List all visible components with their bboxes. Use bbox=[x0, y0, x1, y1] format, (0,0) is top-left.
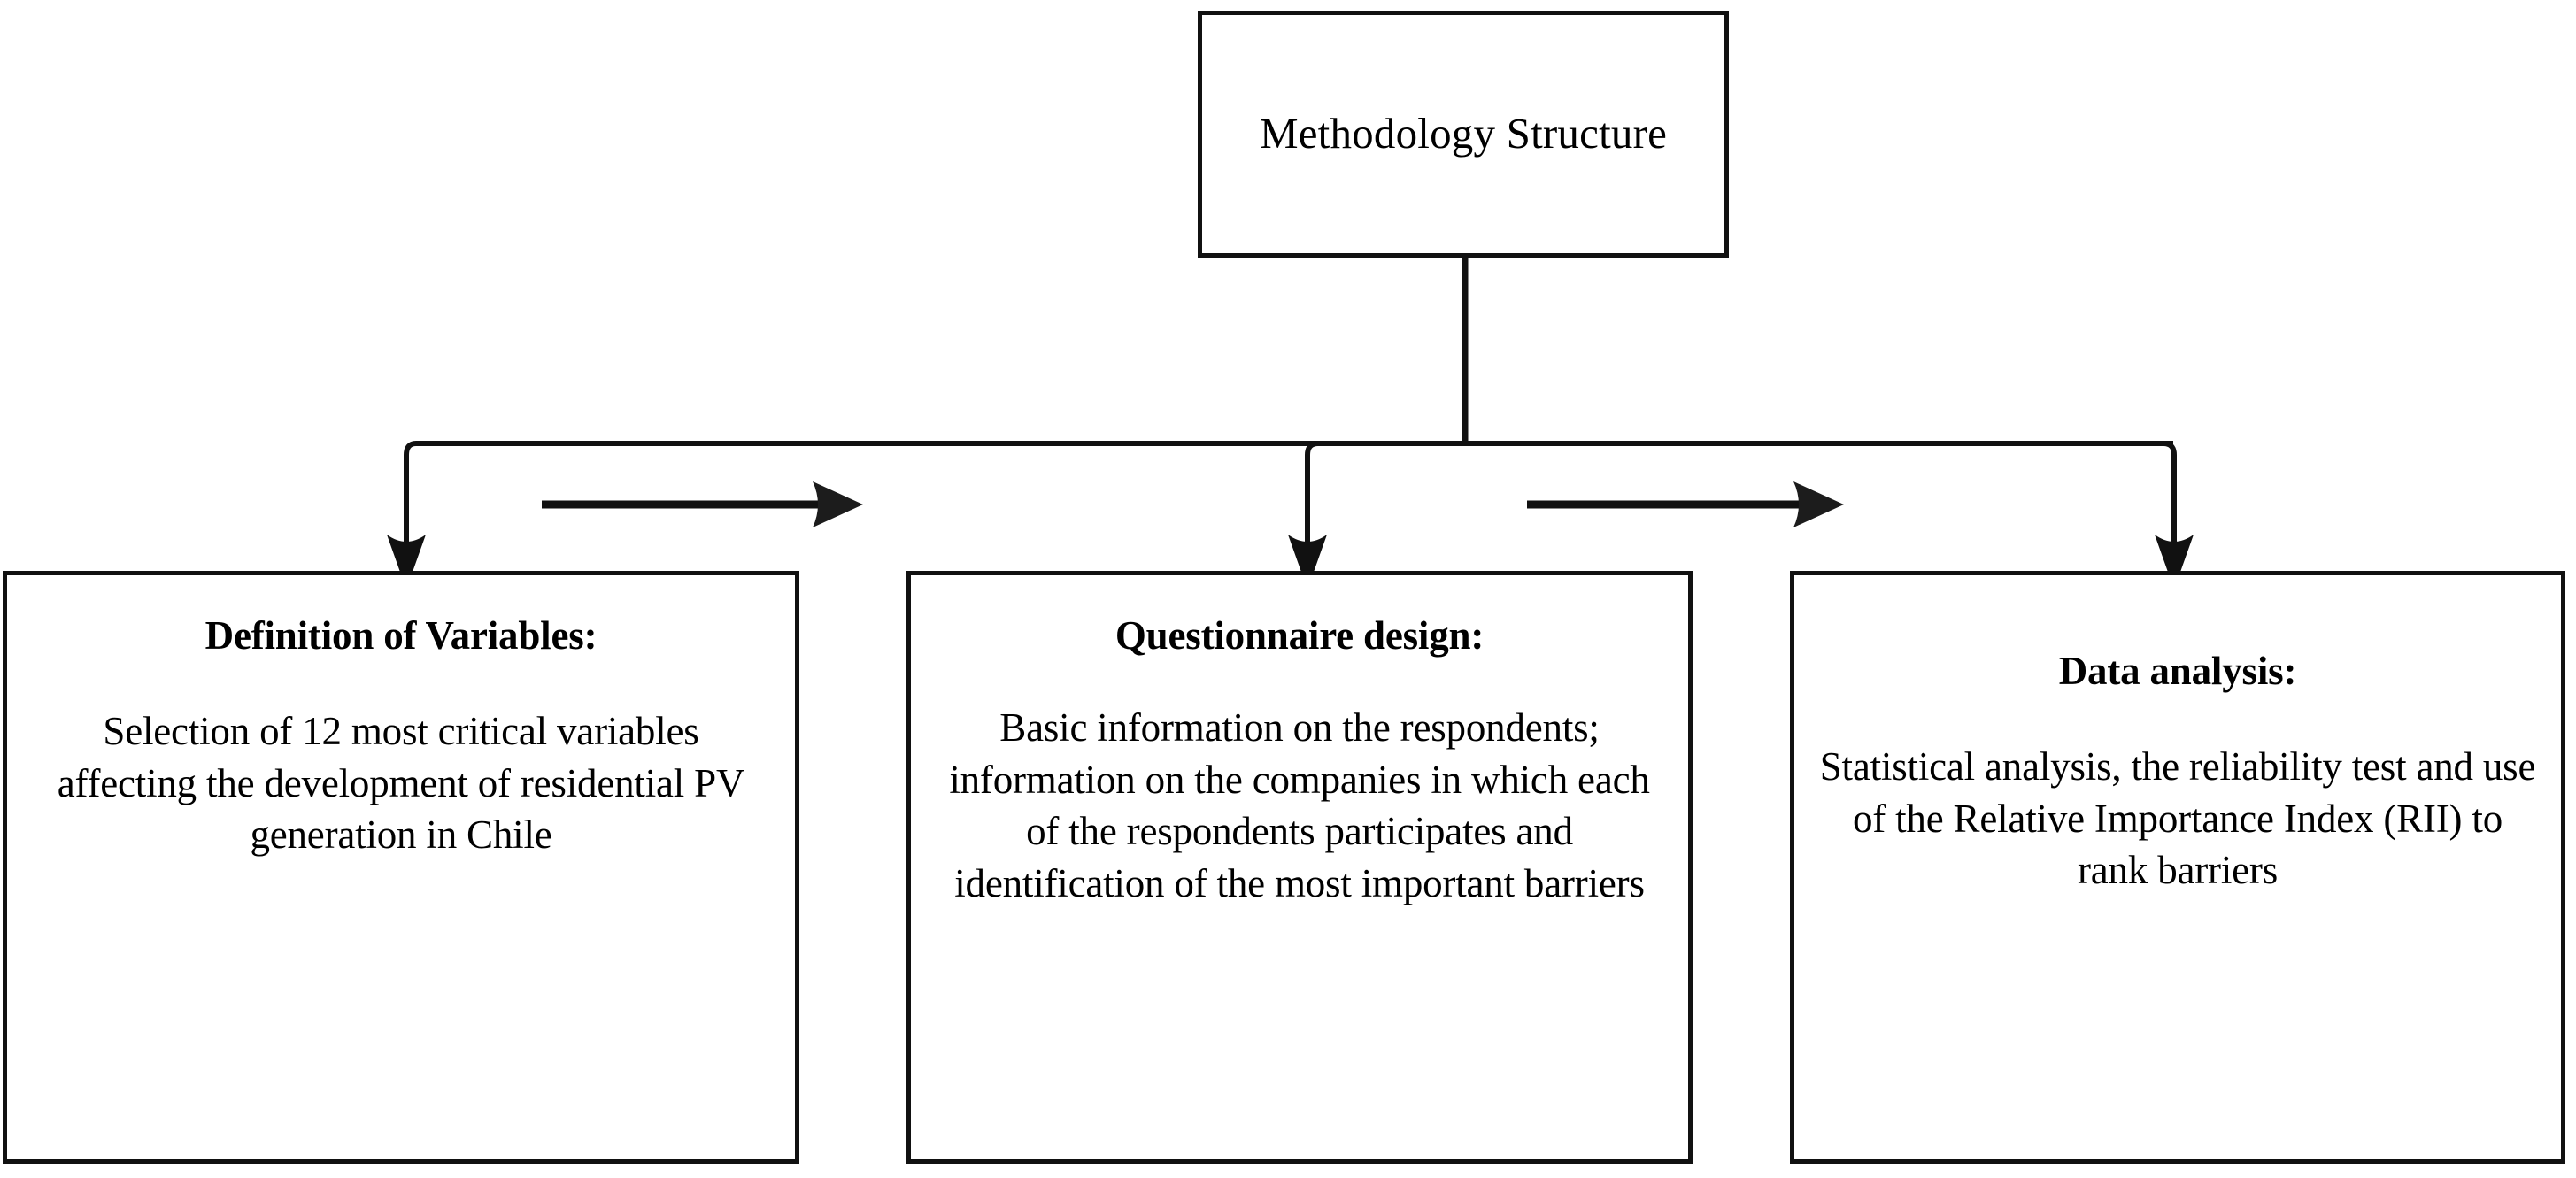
node-definition-of-variables: Definition of Variables: Selection of 12… bbox=[3, 571, 799, 1164]
node-definition-of-variables-body: Selection of 12 most critical variables … bbox=[57, 709, 745, 858]
connector-bus-to-data-analysis bbox=[2163, 441, 2177, 547]
node-methodology-structure-title: Methodology Structure bbox=[1259, 109, 1668, 158]
arrowhead-definition-of-variables bbox=[387, 535, 426, 589]
node-definition-of-variables-heading: Definition of Variables: bbox=[204, 613, 598, 658]
node-data-analysis-heading: Data analysis: bbox=[2058, 649, 2297, 693]
node-data-analysis: Data analysis: Statistical analysis, the… bbox=[1790, 571, 2565, 1164]
node-questionnaire-design-heading: Questionnaire design: bbox=[1114, 613, 1485, 658]
node-methodology-structure: Methodology Structure bbox=[1198, 11, 1729, 258]
connector-bus-to-questionnaire-design bbox=[1305, 441, 1319, 547]
node-questionnaire-design-body: Basic information on the respondents; in… bbox=[949, 705, 1650, 905]
arrowhead-sequence-questionnaire-to-analysis bbox=[1793, 481, 1844, 527]
arrowhead-sequence-variables-to-questionnaire bbox=[813, 481, 863, 527]
arrowhead-questionnaire-design bbox=[1288, 535, 1327, 589]
arrowhead-data-analysis bbox=[2155, 535, 2194, 589]
node-questionnaire-design: Questionnaire design: Basic information … bbox=[906, 571, 1693, 1164]
node-data-analysis-body: Statistical analysis, the reliability te… bbox=[1819, 744, 2536, 893]
connector-bus-to-definition-of-variables bbox=[404, 441, 417, 547]
